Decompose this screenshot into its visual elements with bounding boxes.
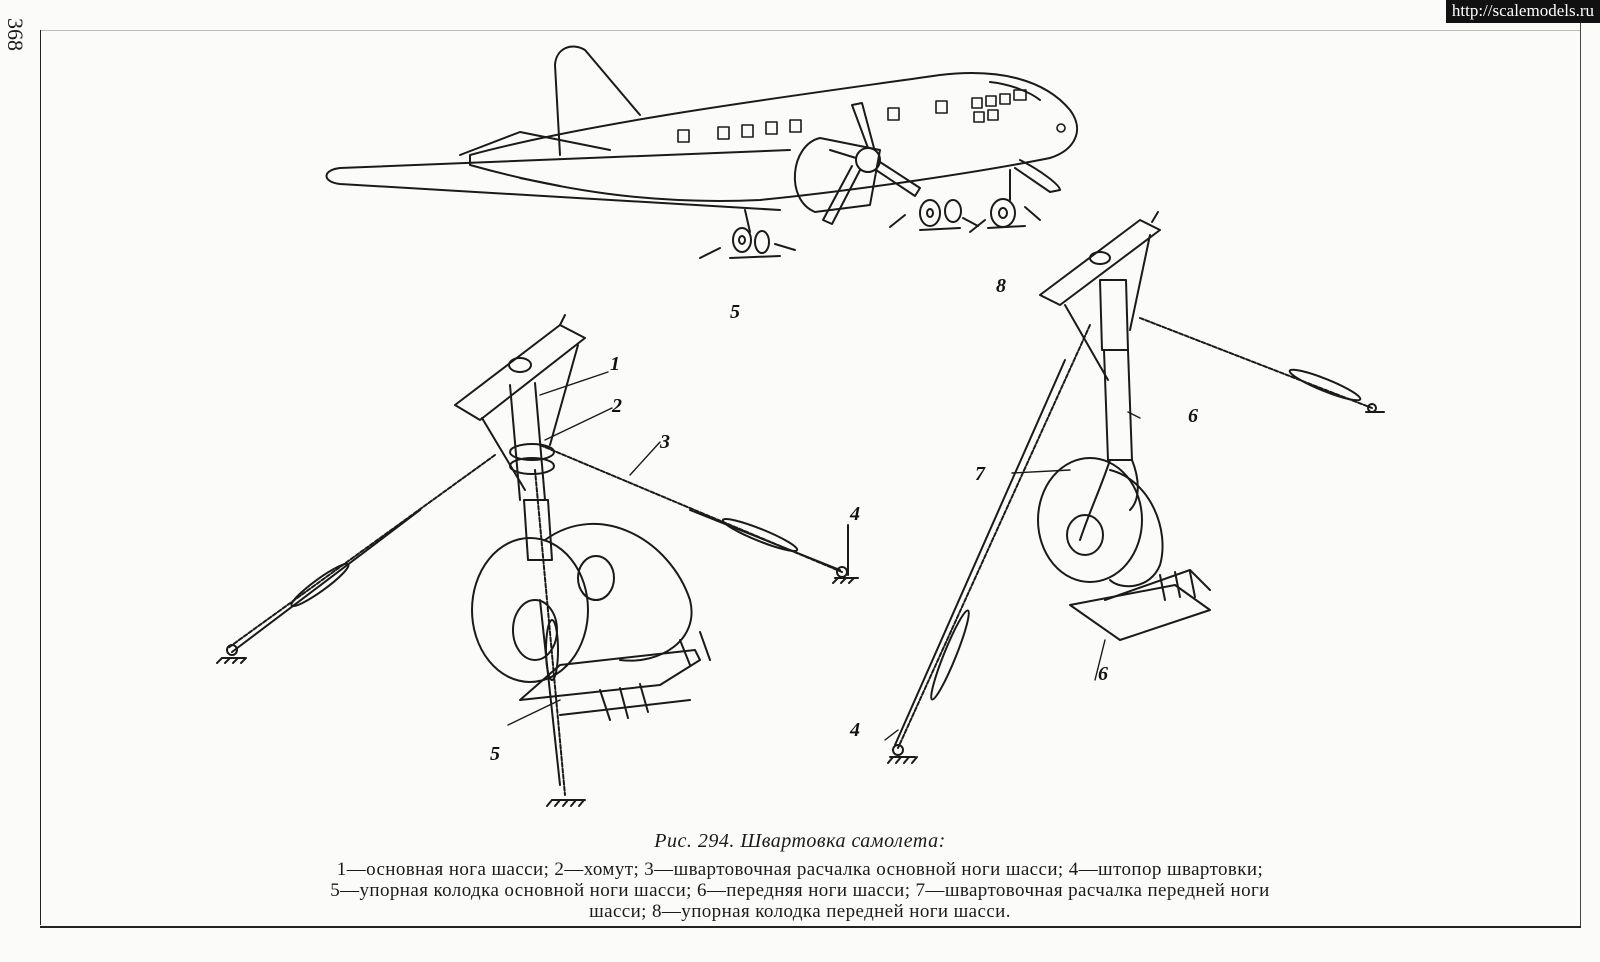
figure-caption-line-2: 5—упорная колодка основной ноги шасси; 6… — [330, 880, 1270, 901]
main-gear-detail — [216, 314, 859, 807]
frame-right-rule — [1580, 22, 1581, 927]
figure-caption-line-3: шасси; 8—упорная колодка передней ноги ш… — [589, 901, 1011, 922]
figure-caption-title: Рис. 294. Швартовка самолета: — [654, 830, 946, 852]
callout-6-chock: 6 — [1098, 663, 1108, 685]
nose-gear-detail — [887, 211, 1385, 764]
aircraft-main-gear — [699, 209, 796, 259]
aircraft-second-gear — [889, 199, 979, 231]
callout-5-aircraft: 5 — [730, 301, 740, 323]
fuselage-windows — [677, 89, 1066, 143]
watermark-link[interactable]: http://scalemodels.ru — [1445, 0, 1600, 23]
frame-top-rule — [40, 30, 1580, 31]
callout-8: 8 — [996, 275, 1006, 297]
frame-left-rule — [40, 30, 41, 925]
main-gear-cables — [227, 444, 843, 796]
callout-5-chock: 5 — [490, 743, 500, 765]
callout-4-main: 4 — [849, 503, 860, 525]
nose-gear-cables — [894, 317, 1373, 749]
callout-3: 3 — [659, 431, 670, 453]
callout-numbers: 1 2 3 4 4 5 5 6 6 7 8 — [490, 275, 1198, 765]
ground-stakes — [216, 524, 859, 807]
callout-leaders — [507, 371, 1141, 741]
callout-4-nose: 4 — [849, 719, 860, 741]
figure-caption-line-1: 1—основная нога шасси; 2—хомут; 3—шварто… — [336, 859, 1264, 880]
aircraft-nose-gear — [969, 169, 1041, 233]
callout-1: 1 — [610, 353, 620, 375]
callout-7: 7 — [975, 463, 986, 485]
frame-bottom-rule — [40, 926, 1581, 928]
callout-2: 2 — [611, 395, 622, 417]
aircraft-illustration — [325, 45, 1079, 259]
callout-6-strut: 6 — [1188, 405, 1198, 427]
